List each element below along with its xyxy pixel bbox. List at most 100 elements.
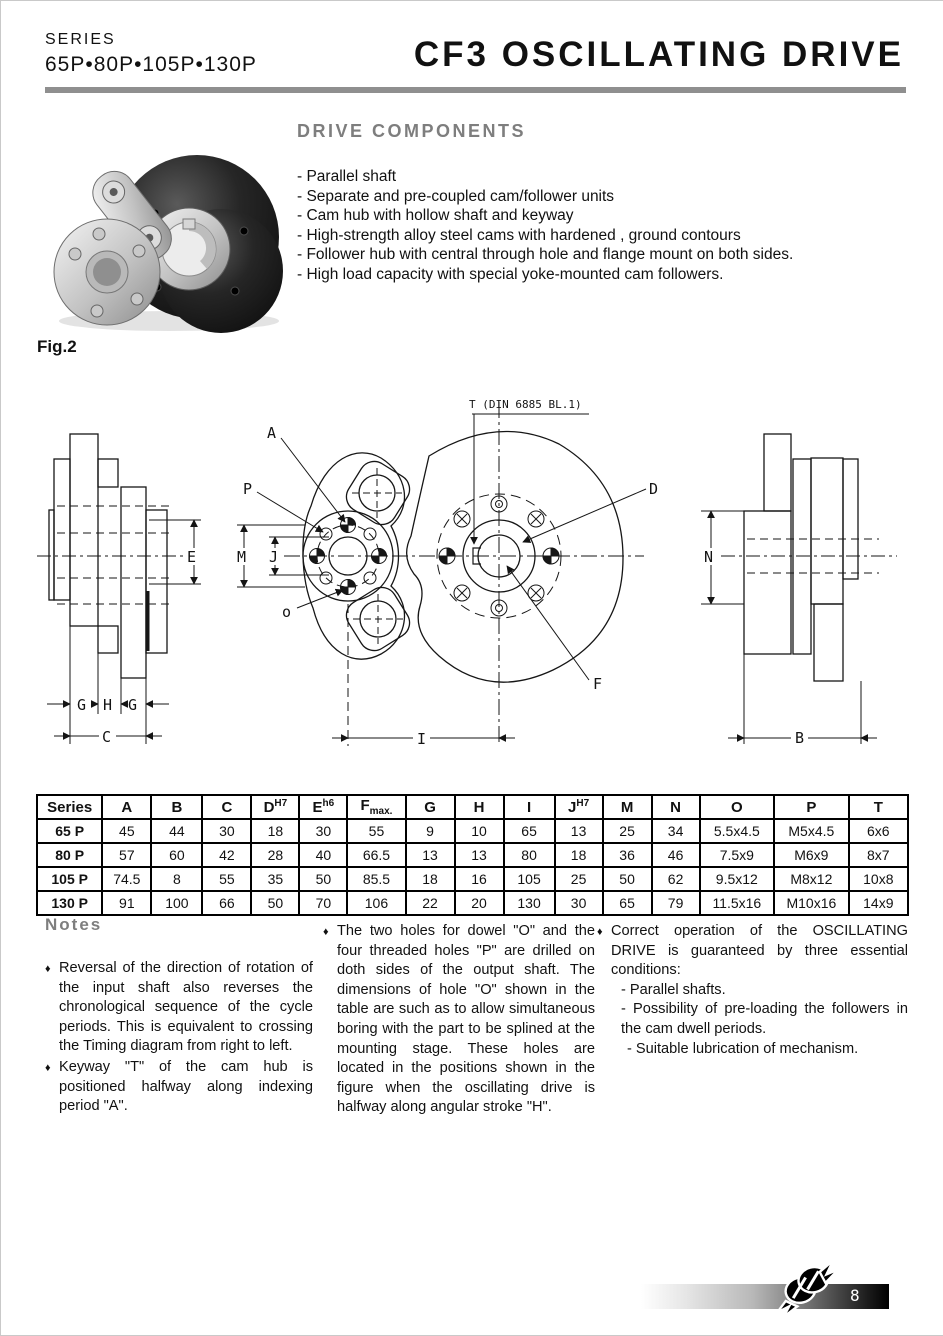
col-header: T xyxy=(847,794,910,820)
table-cell: M10x16 xyxy=(773,890,850,916)
table-cell: 50 xyxy=(298,866,349,892)
page-number: 8 xyxy=(850,1286,860,1305)
table-cell: 45 xyxy=(101,818,153,844)
table-cell: 66.5 xyxy=(346,842,407,868)
table-header-row: Series A B C DH7 Eh6 Fmax. G H I JH7 M N… xyxy=(35,794,910,820)
table-cell: M6x9 xyxy=(773,842,850,868)
table-cell: 6x6 xyxy=(847,818,910,844)
series-cell: 80 P xyxy=(35,842,104,868)
dim-label-h: H xyxy=(103,696,112,714)
table-cell: 70 xyxy=(298,890,349,916)
technical-drawing: A P o E M J G H G C I D F N B T (DIN 688… xyxy=(37,398,897,748)
product-photo xyxy=(53,155,283,333)
col-header: P xyxy=(773,794,850,820)
table-cell: 30 xyxy=(553,890,604,916)
series-models: 65P•80P•105P•130P xyxy=(45,53,257,76)
table-cell: 28 xyxy=(250,842,301,868)
table-cell: 34 xyxy=(650,818,701,844)
brand-logo-icon xyxy=(776,1259,840,1315)
dim-label-f: F xyxy=(593,675,602,693)
table-cell: 55 xyxy=(346,818,407,844)
list-item: - Cam hub with hollow shaft and keyway xyxy=(297,207,574,224)
table-cell: 55 xyxy=(201,866,253,892)
bullet-icon: ♦ xyxy=(45,1061,51,1074)
table-cell: 44 xyxy=(150,818,204,844)
list-item: - Follower hub with central through hole… xyxy=(297,246,794,263)
table-cell: 13 xyxy=(553,818,604,844)
notes-column-2: ♦ The two holes for dowel "O" and the fo… xyxy=(323,922,595,1119)
table-cell: 10 xyxy=(453,818,505,844)
dim-label-m: M xyxy=(237,548,246,566)
table-cell: 91 xyxy=(101,890,153,916)
table-cell: 79 xyxy=(650,890,701,916)
table-cell: 105 xyxy=(502,866,556,892)
list-item: - Parallel shaft xyxy=(297,168,397,185)
table-cell: 14x9 xyxy=(847,890,910,916)
table-cell: 25 xyxy=(601,818,653,844)
dim-label-e: E xyxy=(187,548,196,566)
series-cell: 130 P xyxy=(35,890,104,916)
col-header: N xyxy=(650,794,701,820)
table-cell: 18 xyxy=(250,818,301,844)
table-cell: 74.5 xyxy=(101,866,153,892)
series-cell: 65 P xyxy=(35,818,104,844)
table-cell: 13 xyxy=(404,842,456,868)
table-cell: 8 xyxy=(150,866,204,892)
notes-heading: Notes xyxy=(45,915,103,934)
col-header: H xyxy=(453,794,505,820)
note-item: ♦ Reversal of the direction of rotation … xyxy=(45,960,313,1055)
dim-label-i: I xyxy=(417,730,426,748)
dim-label-p: P xyxy=(243,480,252,498)
table-cell: M8x12 xyxy=(773,866,850,892)
list-item: - Separate and pre-coupled cam/follower … xyxy=(297,187,615,205)
note-item: ♦ The two holes for dowel "O" and the fo… xyxy=(323,923,595,1116)
dim-label-d: D xyxy=(649,480,658,498)
bullet-icon: ♦ xyxy=(45,963,51,975)
notes-column-1: ♦ Reversal of the direction of rotation … xyxy=(45,959,313,1118)
col-header: O xyxy=(698,794,776,820)
col-header: C xyxy=(201,794,253,820)
footer-bar xyxy=(641,1284,889,1309)
table-cell: M5x4.5 xyxy=(773,818,850,844)
table-cell: 22 xyxy=(404,890,456,916)
series-cell: 105 P xyxy=(35,866,104,892)
dim-label-g-left: G xyxy=(77,696,86,714)
dim-label-n: N xyxy=(704,548,713,566)
figure-label: Fig.2 xyxy=(37,337,77,356)
dim-label-g-right: G xyxy=(128,696,137,714)
table-cell: 60 xyxy=(150,842,204,868)
table-cell: 80 xyxy=(502,842,556,868)
table-cell: 65 xyxy=(601,890,653,916)
drive-components-section: DRIVE COMPONENTS - Parallel shaft - Sepa… xyxy=(297,121,922,284)
header-rule xyxy=(45,87,906,93)
table-cell: 18 xyxy=(404,866,456,892)
table-cell: 50 xyxy=(601,866,653,892)
table-cell: 35 xyxy=(250,866,301,892)
drive-components-heading: DRIVE COMPONENTS xyxy=(297,121,527,141)
dim-label-o: o xyxy=(282,603,291,621)
table-cell: 36 xyxy=(601,842,653,868)
dimensions-table: Series A B C DH7 Eh6 Fmax. G H I JH7 M N… xyxy=(35,794,910,916)
col-header: Series xyxy=(35,794,104,820)
col-header: M xyxy=(601,794,653,820)
table-cell: 62 xyxy=(650,866,701,892)
table-cell: 30 xyxy=(298,818,349,844)
col-header: B xyxy=(150,794,204,820)
list-item: - High-strength alloy steel cams with ha… xyxy=(297,226,741,244)
table-cell: 46 xyxy=(650,842,701,868)
table-cell: 5.5x4.5 xyxy=(698,818,776,844)
table-cell: 9 xyxy=(404,818,456,844)
table-cell: 16 xyxy=(453,866,505,892)
list-item: - High load capacity with special yoke-m… xyxy=(297,265,724,283)
series-label: SERIES xyxy=(45,31,116,48)
table-cell: 10x8 xyxy=(847,866,910,892)
table-cell: 57 xyxy=(101,842,153,868)
table-cell: 7.5x9 xyxy=(698,842,776,868)
table-cell: 11.5x16 xyxy=(698,890,776,916)
table-cell: 65 xyxy=(502,818,556,844)
